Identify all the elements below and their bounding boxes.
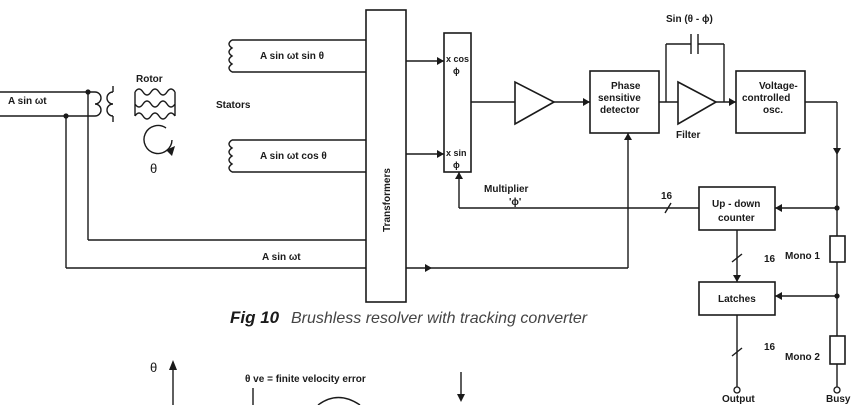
input-label: A sin ωt	[8, 96, 47, 107]
mult-cos-line2: ϕ	[453, 66, 460, 76]
vco-to-counter-arrow	[775, 204, 782, 212]
transformers-label: Transformers	[382, 168, 393, 232]
output-label: Output	[722, 394, 755, 405]
vco-line1: Voltage-	[759, 81, 798, 92]
multiplier-label: Multiplier	[484, 184, 529, 195]
mono2-block	[829, 335, 846, 365]
psd-ref-arrow-left	[425, 264, 432, 272]
amp-output-arrow	[583, 98, 590, 106]
phase-detector-line3: detector	[600, 105, 640, 116]
transformers-block	[365, 9, 407, 303]
latches-label: Latches	[718, 294, 756, 305]
busy-label: Busy	[826, 394, 851, 405]
counter-bus-slash	[664, 202, 672, 214]
stator-cos-coil	[228, 139, 234, 173]
bus-width-latch: 16	[764, 254, 776, 265]
filter-output-arrow	[729, 98, 736, 106]
amplifier	[514, 80, 556, 126]
filter-label: Filter	[676, 130, 701, 141]
stator-sin-coil	[228, 39, 234, 73]
mult-cos-line1: x cos	[446, 54, 469, 64]
primary-coil-left	[94, 91, 102, 117]
output-terminal	[733, 386, 741, 394]
vco-down-arrow	[833, 148, 841, 155]
rotor-label: Rotor	[136, 74, 163, 85]
phase-detector-block	[589, 70, 660, 134]
mult-sin-arrow	[437, 150, 444, 158]
stator-cos-label: A sin ωt cos θ	[260, 151, 327, 162]
rotation-arrowhead	[166, 146, 175, 156]
graph-y-arrow	[169, 360, 177, 370]
latch-bus-slash	[731, 253, 743, 263]
stator-sin-label: A sin ωt sin θ	[260, 51, 324, 62]
rotor-angle-symbol: θ	[150, 161, 157, 176]
mult-sin-line1: x sin	[446, 148, 467, 158]
counter-to-latches-arrow	[733, 275, 741, 282]
multiplier-sublabel: 'ϕ'	[509, 197, 521, 208]
graph-arrow-head	[457, 394, 465, 402]
mono2-label: Mono 2	[785, 352, 820, 363]
mono1-label: Mono 1	[785, 251, 820, 262]
mono-to-latches-arrow	[775, 292, 782, 300]
phase-detector-line2: sensitive	[598, 93, 641, 104]
busy-terminal	[833, 386, 841, 394]
primary-coil-right	[106, 91, 114, 117]
rotor-coil	[134, 88, 176, 120]
counter-bus-arrow	[455, 172, 463, 179]
bus-width-output: 16	[764, 342, 776, 353]
psd-ref-arrow	[624, 133, 632, 140]
caption-text: Brushless resolver with tracking convert…	[291, 310, 588, 327]
mult-sin-line2: ϕ	[453, 160, 460, 170]
reference-label: A sin ωt	[262, 252, 301, 263]
counter-line2: counter	[718, 213, 755, 224]
counter-line1: Up - down	[712, 199, 760, 210]
graph-annotation: θ ve = finite velocity error	[245, 374, 366, 385]
vco-line2: controlled	[742, 93, 790, 104]
caption-prefix: Fig 10	[230, 308, 280, 327]
graph-y-symbol: θ	[150, 360, 157, 375]
feedback-label: Sin (θ - ϕ)	[666, 14, 713, 25]
vco-block	[735, 70, 806, 134]
stators-label: Stators	[216, 100, 251, 111]
mult-cos-arrow	[437, 57, 444, 65]
graph-curve	[317, 396, 361, 405]
phase-detector-line1: Phase	[611, 81, 641, 92]
vco-line3: osc.	[763, 105, 783, 116]
output-bus-slash	[731, 347, 743, 357]
bus-width-main: 16	[661, 191, 673, 202]
filter-amplifier	[677, 80, 718, 126]
mono1-block	[829, 235, 846, 263]
multiplier-block	[443, 32, 472, 173]
